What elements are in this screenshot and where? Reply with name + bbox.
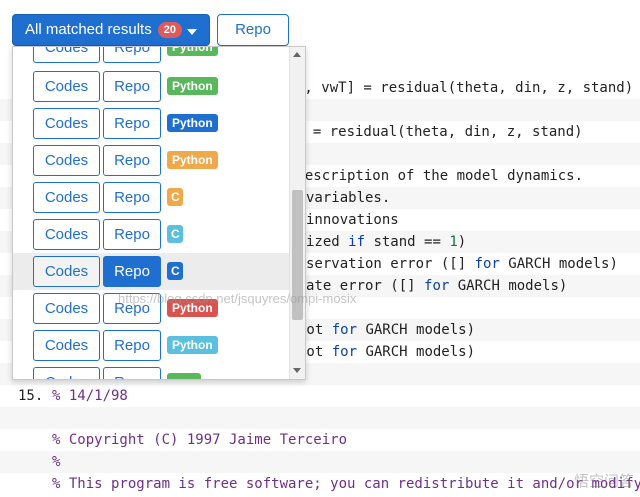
codes-button[interactable]: Codes (33, 367, 100, 379)
caret-down-icon (187, 29, 197, 35)
repo-button[interactable]: Repo (103, 182, 161, 213)
code-text: % Copyright (C) 1997 Jaime Terceiro (52, 432, 348, 448)
code-line: 15. % 14/1/98 (0, 385, 640, 407)
repo-button[interactable]: Repo (103, 219, 161, 250)
codes-button[interactable]: Codes (33, 256, 100, 287)
dropdown-item: Codes Repo (13, 364, 289, 379)
codes-button[interactable]: Codes (33, 219, 100, 250)
dropdown-scrollbar[interactable] (289, 47, 305, 379)
code-text: ate error ([] for GARCH models) (306, 278, 568, 294)
code-text: not for GARCH models) (298, 344, 476, 360)
scroll-down-arrow-icon[interactable] (293, 368, 301, 373)
code-line: % This program is free software; you can… (0, 473, 640, 495)
watermark-logo: 悟空问答 (573, 472, 634, 490)
language-badge: Python (167, 151, 218, 169)
code-line: servation error ([] for GARCH models) (0, 253, 640, 275)
code-text: description of the model dynamics. (288, 168, 584, 184)
code-line: T, vwT] = residual(theta, din, z, stand) (0, 77, 640, 99)
dropdown-item: Codes Repo Python (13, 327, 289, 364)
code-text: innovations (306, 212, 399, 228)
language-badge: C (167, 225, 183, 243)
scrollbar-thumb[interactable] (292, 190, 303, 320)
dropdown-item: Codes Repo Python (13, 142, 289, 179)
code-text: ] = residual(theta, din, z, stand) (296, 124, 583, 140)
code-line (0, 407, 640, 429)
language-badge (167, 373, 201, 379)
dropdown-item: Codes Repo Python (13, 290, 289, 327)
codes-button[interactable]: Codes (33, 182, 100, 213)
codes-button[interactable]: Codes (33, 108, 100, 139)
repo-button[interactable]: Repo (103, 367, 161, 379)
codes-button[interactable]: Codes (33, 293, 100, 324)
dropdown-item: Codes Repo C (13, 216, 289, 253)
language-badge: Python (167, 47, 218, 56)
dropdown-item-active: Codes Repo C (13, 253, 289, 290)
code-line: description of the model dynamics. (0, 165, 640, 187)
repo-button[interactable]: Repo (103, 71, 161, 102)
dropdown-item: Codes Repo Python (13, 105, 289, 142)
code-text: % This program is free software; you can… (52, 476, 640, 492)
dropdown-item: Codes Repo Python (13, 47, 289, 66)
codes-button[interactable]: Codes (33, 47, 100, 63)
codes-button[interactable]: Codes (33, 330, 100, 361)
language-badge: Python (167, 299, 218, 317)
code-line: ] = residual(theta, din, z, stand) (0, 121, 640, 143)
repo-button[interactable]: Repo (103, 293, 161, 324)
repo-button[interactable]: Repo (103, 108, 161, 139)
results-dropdown: Codes Repo Python Codes Repo Python Code… (12, 46, 306, 380)
code-line: % Copyright (C) 1997 Jaime Terceiro (0, 429, 640, 451)
code-text: variables. (306, 190, 391, 206)
repo-button[interactable]: Repo (103, 47, 161, 63)
code-text: servation error ([] for GARCH models) (306, 256, 618, 272)
repo-button[interactable]: Repo (103, 256, 161, 287)
code-text: ized if stand == 1) (306, 234, 467, 250)
repo-button[interactable]: Repo (217, 14, 289, 46)
language-badge: C (167, 188, 183, 206)
code-line: innovations (0, 209, 640, 231)
language-badge: Python (167, 336, 218, 354)
all-matched-results-button[interactable]: All matched results 20 (12, 14, 210, 46)
dropdown-item: Codes Repo Python (13, 68, 289, 105)
matched-count-badge: 20 (157, 22, 182, 38)
codes-button[interactable]: Codes (33, 71, 100, 102)
watermark-url: https://blog.csdn.net/jsquyres/ompi-mosi… (118, 291, 357, 306)
code-text: % 14/1/98 (52, 388, 128, 404)
line-number: 15. (18, 388, 44, 404)
scroll-up-arrow-icon[interactable] (293, 52, 301, 57)
dropdown-item: Codes Repo C (13, 179, 289, 216)
code-text: T, vwT] = residual(theta, din, z, stand) (296, 80, 634, 96)
repo-button[interactable]: Repo (103, 330, 161, 361)
matched-label: All matched results (25, 21, 152, 38)
code-text: % (52, 454, 61, 470)
code-text: not for GARCH models) (298, 322, 476, 338)
codes-button[interactable]: Codes (33, 145, 100, 176)
language-badge: C (167, 262, 183, 280)
language-badge: Python (167, 114, 218, 132)
language-badge: Python (167, 77, 218, 95)
code-line: % (0, 451, 640, 473)
repo-button[interactable]: Repo (103, 145, 161, 176)
